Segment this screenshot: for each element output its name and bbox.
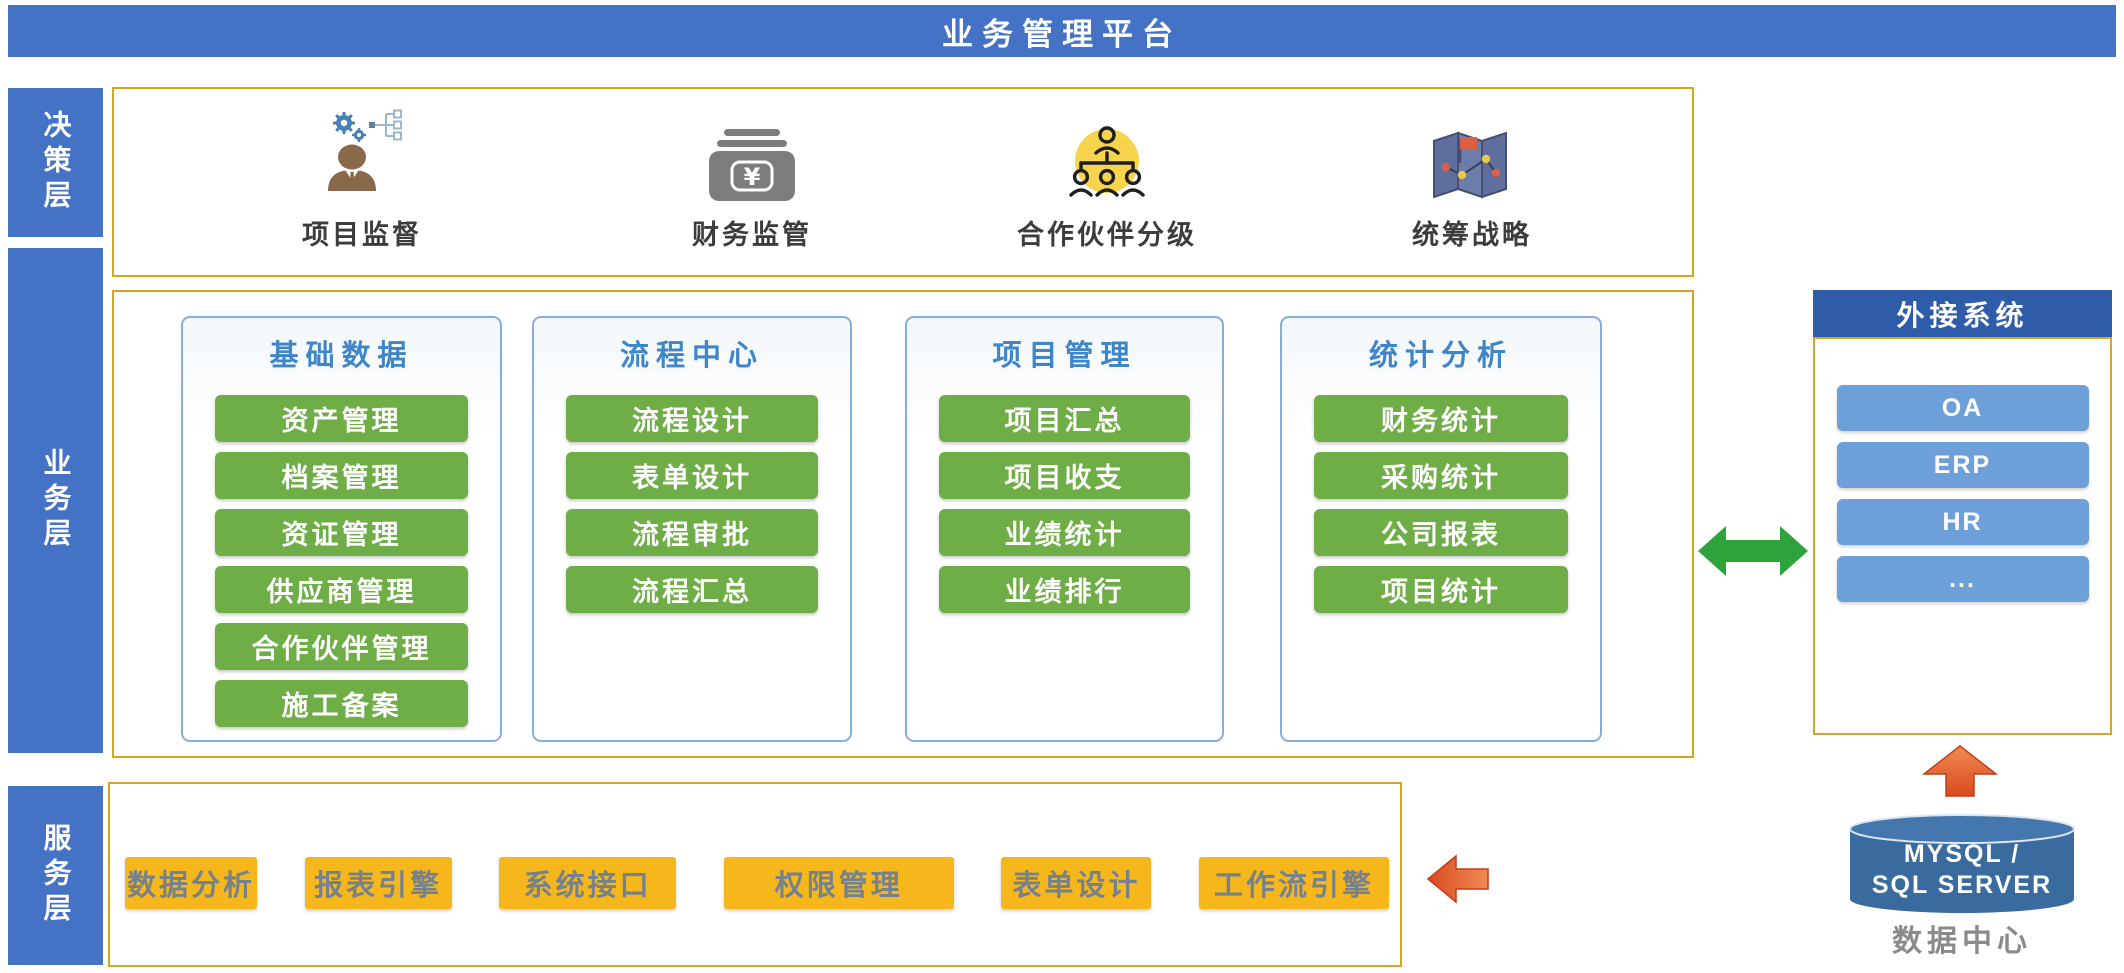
column-items: 资产管理 档案管理 资证管理 供应商管理 合作伙伴管理 施工备案 xyxy=(183,395,500,727)
database-cylinder: MYSQL / SQL SERVER xyxy=(1848,813,2076,915)
module-button[interactable]: 资证管理 xyxy=(215,509,468,556)
arrow-up-icon xyxy=(1922,745,1998,797)
layer-label-decision: 决策层 xyxy=(8,88,103,237)
module-button[interactable]: 项目统计 xyxy=(1314,566,1568,613)
business-layer-panel: 基础数据 资产管理 档案管理 资证管理 供应商管理 合作伙伴管理 施工备案 流程… xyxy=(112,290,1694,758)
service-button[interactable]: 权限管理 xyxy=(723,857,954,909)
database-label-line2: SQL SERVER xyxy=(1871,871,2053,899)
module-button[interactable]: 资产管理 xyxy=(215,395,468,442)
service-button-row: 数据分析 报表引擎 系统接口 权限管理 表单设计 工作流引擎 xyxy=(125,857,1389,909)
org-chart-icon xyxy=(1057,105,1157,207)
external-system-button[interactable]: ERP xyxy=(1836,442,2089,488)
manager-gears-icon xyxy=(306,105,418,207)
module-button[interactable]: 采购统计 xyxy=(1314,452,1568,499)
decision-item-project-supervision: 项目监督 xyxy=(222,105,502,265)
external-systems-title: 外接系统 xyxy=(1896,299,2029,331)
bidirectional-arrow-icon xyxy=(1698,526,1808,576)
business-column-basic-data: 基础数据 资产管理 档案管理 资证管理 供应商管理 合作伙伴管理 施工备案 xyxy=(181,316,502,742)
decision-layer-panel: 项目监督 ¥ 财务监管 xyxy=(112,87,1694,277)
module-button[interactable]: 施工备案 xyxy=(215,680,468,727)
module-button[interactable]: 合作伙伴管理 xyxy=(215,623,468,670)
column-title: 项目管理 xyxy=(992,340,1137,372)
decision-item-label: 合作伙伴分级 xyxy=(1017,220,1197,250)
business-column-statistics: 统计分析 财务统计 采购统计 公司报表 项目统计 xyxy=(1280,316,1602,742)
database-label-line1: MYSQL / xyxy=(1903,840,2021,868)
column-title: 统计分析 xyxy=(1368,340,1513,372)
module-button[interactable]: 项目汇总 xyxy=(939,395,1190,442)
service-button[interactable]: 报表引擎 xyxy=(304,857,452,909)
decision-item-partner-grading: 合作伙伴分级 xyxy=(957,105,1257,265)
layer-label-text: 服务层 xyxy=(40,823,72,928)
database-icon xyxy=(1849,814,2075,913)
service-button[interactable]: 工作流引擎 xyxy=(1198,857,1389,909)
strategy-map-icon xyxy=(1424,105,1520,207)
decision-item-strategy: 统筹战略 xyxy=(1332,105,1612,265)
external-system-button[interactable]: ... xyxy=(1836,556,2089,602)
external-systems-header: 外接系统 xyxy=(1813,290,2112,337)
layer-label-business: 业务层 xyxy=(8,248,103,753)
module-button[interactable]: 供应商管理 xyxy=(215,566,468,613)
module-button[interactable]: 流程设计 xyxy=(566,395,818,442)
money-icon: ¥ xyxy=(704,105,800,207)
column-items: 财务统计 采购统计 公司报表 项目统计 xyxy=(1282,395,1600,613)
service-button[interactable]: 数据分析 xyxy=(125,857,257,909)
decision-item-label: 项目监督 xyxy=(302,220,422,250)
service-button[interactable]: 表单设计 xyxy=(1001,857,1152,909)
decision-item-finance-supervision: ¥ 财务监管 xyxy=(612,105,892,265)
arrow-left-icon xyxy=(1426,854,1489,904)
column-title: 流程中心 xyxy=(619,340,764,372)
external-system-button[interactable]: OA xyxy=(1836,385,2089,431)
module-button[interactable]: 业绩排行 xyxy=(939,566,1190,613)
service-button[interactable]: 系统接口 xyxy=(499,857,677,909)
business-column-process-center: 流程中心 流程设计 表单设计 流程审批 流程汇总 xyxy=(532,316,852,742)
module-button[interactable]: 档案管理 xyxy=(215,452,468,499)
module-button[interactable]: 财务统计 xyxy=(1314,395,1568,442)
module-button[interactable]: 公司报表 xyxy=(1314,509,1568,556)
column-title: 基础数据 xyxy=(269,340,414,372)
module-button[interactable]: 项目收支 xyxy=(939,452,1190,499)
svg-text:¥: ¥ xyxy=(744,163,761,191)
external-systems-panel: OA ERP HR ... xyxy=(1813,337,2112,735)
database-label: MYSQL / SQL SERVER xyxy=(1848,839,2076,901)
decision-item-label: 财务监管 xyxy=(692,220,812,250)
layer-label-text: 决策层 xyxy=(40,110,72,215)
business-column-project-management: 项目管理 项目汇总 项目收支 业绩统计 业绩排行 xyxy=(905,316,1224,742)
module-button[interactable]: 表单设计 xyxy=(566,452,818,499)
decision-item-label: 统筹战略 xyxy=(1412,220,1532,250)
module-button[interactable]: 业绩统计 xyxy=(939,509,1190,556)
service-layer-panel: 数据分析 报表引擎 系统接口 权限管理 表单设计 工作流引擎 xyxy=(108,782,1402,967)
module-button[interactable]: 流程审批 xyxy=(566,509,818,556)
column-items: 项目汇总 项目收支 业绩统计 业绩排行 xyxy=(907,395,1222,613)
page-title: 业务管理平台 xyxy=(8,5,2116,57)
layer-label-text: 业务层 xyxy=(40,448,72,553)
module-button[interactable]: 流程汇总 xyxy=(566,566,818,613)
data-center-caption: 数据中心 xyxy=(1892,925,2032,958)
page-title-text: 业务管理平台 xyxy=(942,16,1182,52)
column-items: 流程设计 表单设计 流程审批 流程汇总 xyxy=(534,395,850,613)
layer-label-service: 服务层 xyxy=(8,786,103,965)
external-system-button[interactable]: HR xyxy=(1836,499,2089,545)
